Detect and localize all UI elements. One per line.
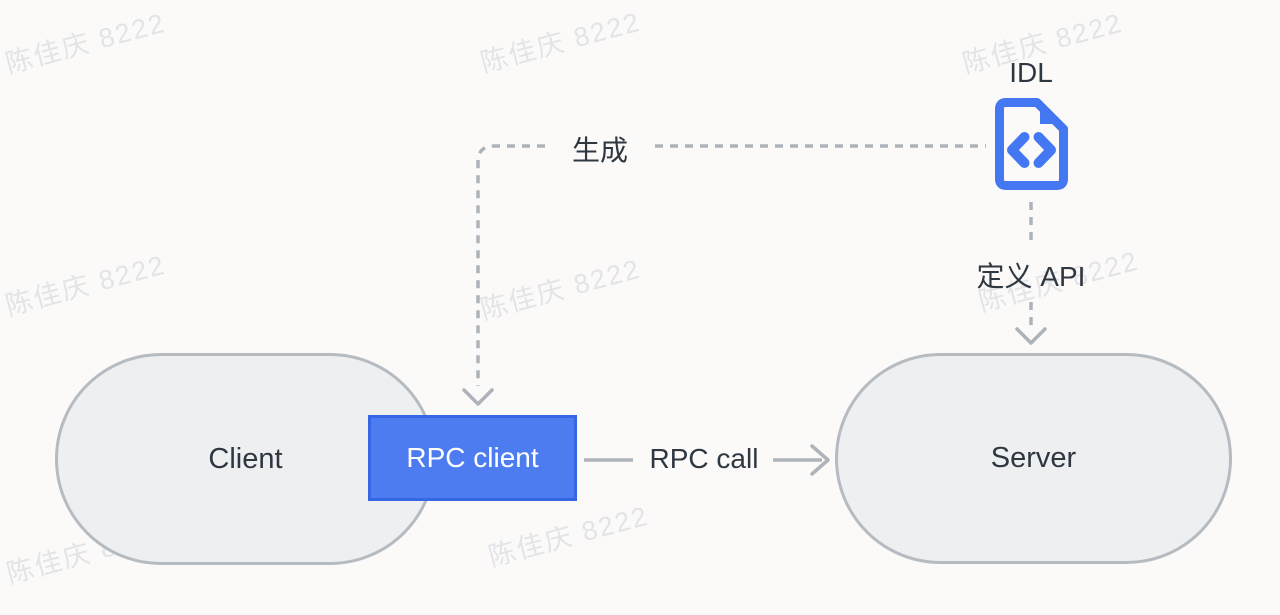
edge-label-generate: 生成 [571,135,628,166]
rpc-client-node: RPC client [368,415,577,501]
server-node-label: Server [990,442,1077,474]
arrowhead-down-icon [462,388,494,406]
file-code-icon [995,98,1068,190]
edge-generate-left-segment [476,144,545,386]
arrowhead-right-icon [810,444,830,476]
code-left-chevron-icon [1007,132,1030,168]
client-node-label: Client [208,442,283,475]
edge-rpc-call [584,444,830,476]
code-right-chevron-icon [1033,132,1056,168]
edge-define-api [1015,202,1047,345]
file-fold-corner [1040,110,1054,124]
file-outline [995,98,1068,190]
server-node: Server [835,353,1232,564]
edge-generate [462,144,986,406]
arrowhead-down-icon [1015,327,1047,345]
edge-label-define-api: 定义 API [976,261,1086,292]
edge-label-rpc-call: RPC call [649,443,759,474]
rpc-client-node-label: RPC client [406,442,539,473]
idl-node-label: IDL [1009,57,1053,88]
